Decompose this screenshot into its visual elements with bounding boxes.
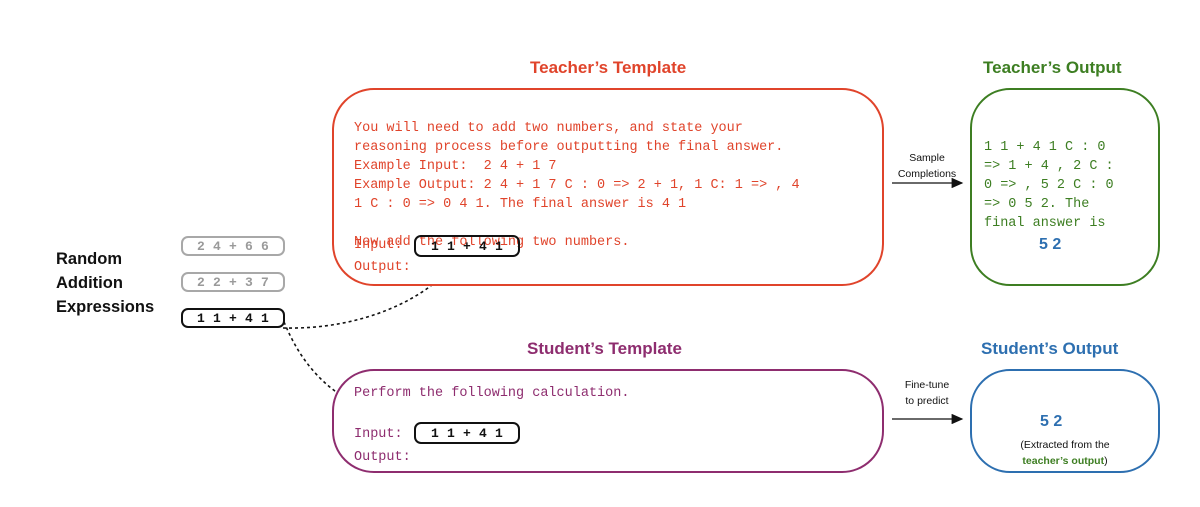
sample-completions-label: Sample Completions [882, 150, 972, 182]
extraction-note: (Extracted from the teacher’s output) [970, 437, 1160, 469]
label-line-3: Expressions [56, 298, 155, 316]
student-output-title: Student’s Output [981, 339, 1119, 358]
teacher-line: reasoning process before outputting the … [354, 140, 784, 155]
teacher-output-text: 1 1 + 4 1 C : 0 => 1 + 4 , 2 C : 0 => , 5 … [984, 119, 1114, 233]
extraction-note-line-1: (Extracted from the [1020, 439, 1110, 451]
student-answer: 5 2 [1040, 413, 1063, 430]
expression-chip-1: 2 4 + 6 6 [181, 236, 285, 256]
teacher-template-panel [332, 88, 884, 286]
label-line-2: Addition [56, 274, 123, 292]
teacher-output-line: => 1 + 4 , 2 C : [984, 159, 1114, 174]
extraction-note-line-2: teacher’s output) [970, 453, 1160, 469]
teacher-input-chip: 1 1 + 4 1 [414, 235, 520, 257]
teacher-line: Example Input: 2 4 + 1 7 [354, 159, 557, 174]
random-expressions-label: Random Addition Expressions [56, 247, 154, 319]
student-input-chip: 1 1 + 4 1 [414, 422, 520, 444]
teacher-output-line: 1 1 + 4 1 C : 0 [984, 140, 1106, 155]
teacher-output-line: final answer is [984, 216, 1106, 231]
teacher-output-line: => 0 5 2. The [984, 197, 1090, 212]
teacher-line-blank [354, 214, 800, 233]
student-template-title: Student’s Template [527, 339, 682, 358]
teacher-line: Example Output: 2 4 + 1 7 C : 0 => 2 + 1… [354, 178, 800, 193]
teacher-line: Now add the following two numbers. [354, 235, 630, 250]
student-output-panel [970, 369, 1160, 473]
student-output-label: Output: [354, 450, 411, 465]
note-close-paren: ) [1104, 455, 1108, 467]
student-input-label: Input: [354, 427, 403, 442]
label-line-1: Random [56, 250, 122, 268]
teacher-template-title: Teacher’s Template [530, 58, 687, 77]
teacher-output-line: 0 => , 5 2 C : 0 [984, 178, 1114, 193]
teacher-output-title: Teacher’s Output [983, 58, 1122, 77]
teacher-answer: 5 2 [1039, 236, 1062, 253]
sample-label-line-2: Completions [897, 168, 957, 180]
teacher-output-label: Output: [354, 260, 411, 275]
teacher-output-panel [970, 88, 1160, 286]
dotted-connector-student [283, 321, 421, 426]
expression-chip-selected: 1 1 + 4 1 [181, 308, 285, 328]
expression-chip-2: 2 2 + 3 7 [181, 272, 285, 292]
fine-tune-label: Fine-tune to predict [882, 377, 972, 409]
teacher-output-reference: teacher’s output [1022, 455, 1105, 467]
student-instruction: Perform the following calculation. [354, 386, 630, 401]
teacher-template-text: You will need to add two numbers, and st… [354, 100, 800, 252]
dotted-connector-teacher [282, 255, 461, 329]
student-template-panel [332, 369, 884, 473]
teacher-line: You will need to add two numbers, and st… [354, 121, 743, 136]
fine-tune-label-line-2: to predict [905, 395, 949, 407]
sample-label-line-1: Sample [909, 152, 945, 164]
teacher-line: 1 C : 0 => 0 4 1. The final answer is 4 … [354, 197, 687, 212]
teacher-input-label: Input: [354, 238, 403, 253]
fine-tune-label-line-1: Fine-tune [904, 379, 950, 391]
